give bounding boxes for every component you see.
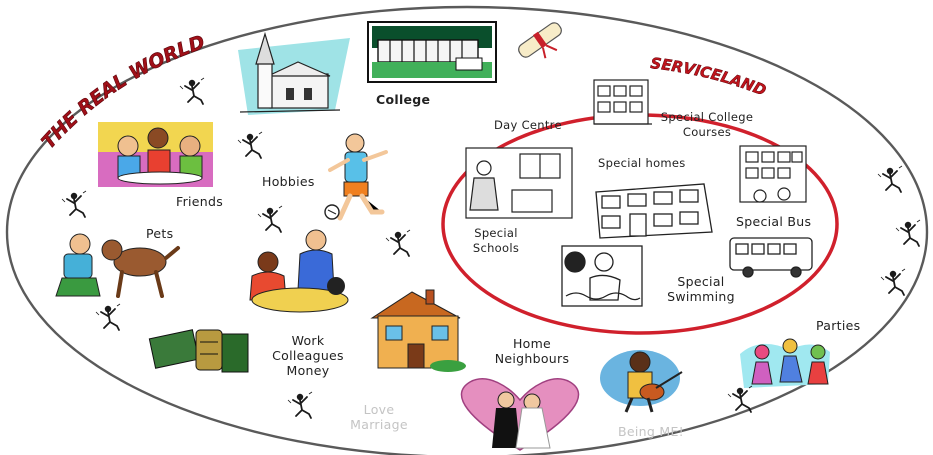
special-swimming-label-line-1: Special [677,274,725,289]
special-homes-label: Special homes [598,156,686,170]
wedding-couple-icon [460,378,580,451]
work-label-line-3: Money [286,363,330,378]
special-swimming-label-line-2: Swimming [667,289,735,304]
cottage-house-icon [370,289,466,372]
special-schools-label-line-1: Special [474,226,518,240]
care-home-building-icon [595,183,713,239]
people-meeting-icon [249,229,349,313]
money-stack-icon [148,329,249,373]
friends-cafe-icon [98,122,213,187]
home-label: Home Neighbours [482,336,582,366]
special-schools-label-line-2: Schools [472,241,520,255]
day-centre-building-icon [593,79,652,125]
special-college-label-line-2: Courses [682,125,732,139]
work-label-line-2: Colleagues [272,348,344,363]
football-player-icon [324,133,388,221]
real-world-boundary [5,5,929,455]
special-college-label: Special College Courses [652,110,762,140]
work-label-line-1: Work [291,333,325,348]
party-dancers-icon [740,338,830,388]
parties-label: Parties [816,318,861,333]
dog-and-owner-icon [55,233,180,298]
love-label: Love Marriage [342,402,416,432]
being-me-label: Being ME! [618,424,684,439]
guitarist-icon [600,350,683,413]
diploma-scroll-icon [518,22,562,59]
special-schools-label: Special Schools [470,226,522,256]
day-centre-label: Day Centre [494,118,562,132]
church-icon [238,31,350,115]
home-label-line-2: Neighbours [494,351,570,366]
hobbies-label: Hobbies [262,174,315,189]
special-swimming-label: Special Swimming [660,274,742,304]
bus-icon [729,237,813,278]
love-label-line-2: Marriage [350,417,408,432]
serviceland-title: SERVICELAND [650,54,769,100]
classroom-icon [465,147,573,219]
home-label-line-1: Home [512,336,552,351]
pets-label: Pets [146,226,174,241]
college-building-icon [367,21,497,83]
love-label-line-1: Love [363,402,395,417]
special-bus-label: Special Bus [736,214,812,229]
college-label: College [376,92,431,107]
special-college-label-line-1: Special College [660,110,754,124]
special-college-building-icon [739,145,807,203]
work-label: Work Colleagues Money [268,333,348,378]
swimmer-icon [561,245,643,307]
friends-label: Friends [176,194,224,209]
